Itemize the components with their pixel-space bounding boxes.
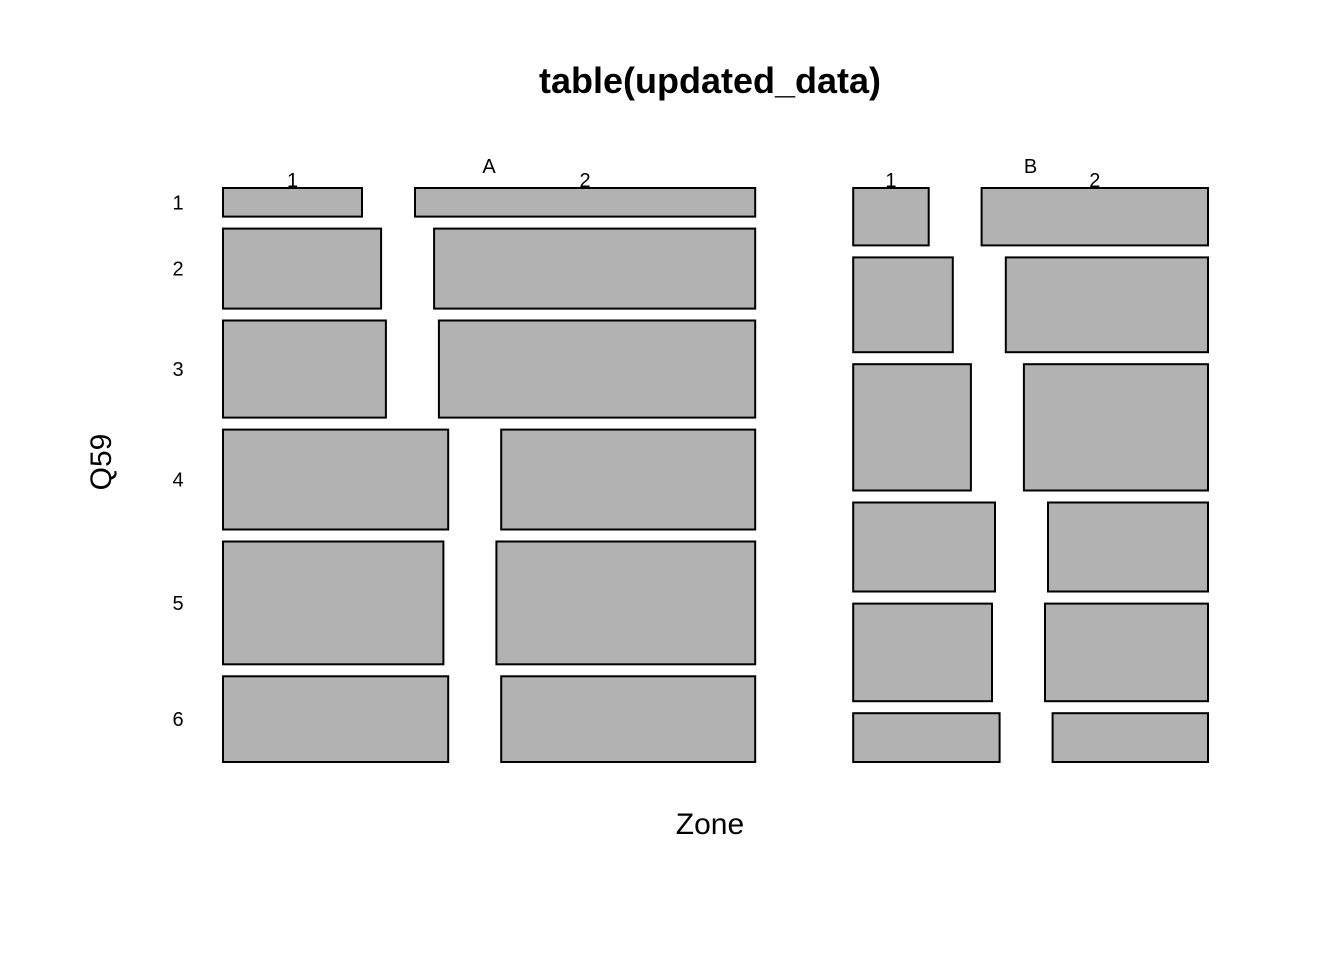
- q59-level-label-6: 6: [172, 709, 183, 731]
- tile-b-2-q3: [1022, 363, 1210, 492]
- mosaic-labels: A 1 2 1 2 3 4 5 6 B 1 2: [172, 156, 1100, 731]
- q59-level-label-4: 4: [172, 470, 183, 492]
- subgroup-label-b-2: 2: [1089, 170, 1100, 192]
- subgroup-label-a-2: 2: [580, 170, 591, 192]
- q59-level-label-3: 3: [172, 359, 183, 381]
- q59-level-label-1: 1: [172, 192, 183, 214]
- q59-level-label-2: 2: [172, 259, 183, 281]
- tile-a-1-q6: [222, 675, 450, 763]
- tile-b-2-q2: [1004, 256, 1209, 354]
- tile-a-2-q3: [437, 319, 757, 419]
- tile-b-1-q6: [852, 712, 1001, 764]
- tile-a-2-q1: [414, 187, 757, 218]
- tile-a-1-q2: [222, 227, 383, 310]
- zone-label-b: B: [1024, 156, 1037, 178]
- subgroup-label-b-1: 1: [885, 170, 896, 192]
- x-axis-title: Zone: [676, 808, 744, 841]
- tile-a-1-q4: [222, 428, 450, 531]
- tile-a-2-q4: [500, 428, 757, 531]
- tile-b-1-q2: [852, 256, 954, 354]
- zone-label-a: A: [482, 156, 496, 178]
- tile-b-2-q6: [1051, 712, 1209, 764]
- tile-b-1-q1: [852, 187, 930, 247]
- tile-a-1-q1: [222, 187, 363, 218]
- q59-level-label-5: 5: [172, 593, 183, 615]
- tile-b-2-q1: [980, 187, 1209, 247]
- tile-a-2-q5: [495, 540, 757, 666]
- tile-a-2-q6: [500, 675, 757, 763]
- subgroup-label-a-1: 1: [287, 170, 298, 192]
- tile-b-1-q5: [852, 602, 994, 703]
- tile-a-1-q5: [222, 540, 445, 666]
- tile-b-2-q4: [1047, 501, 1209, 593]
- tile-a-1-q3: [222, 319, 387, 419]
- chart-title: table(updated_data): [539, 60, 881, 101]
- tile-b-1-q4: [852, 501, 997, 593]
- tile-b-1-q3: [852, 363, 972, 492]
- mosaic-tiles: [222, 187, 1210, 764]
- y-axis-title: Q59: [85, 434, 118, 491]
- tile-a-2-q2: [433, 227, 757, 310]
- tile-b-2-q5: [1044, 602, 1209, 703]
